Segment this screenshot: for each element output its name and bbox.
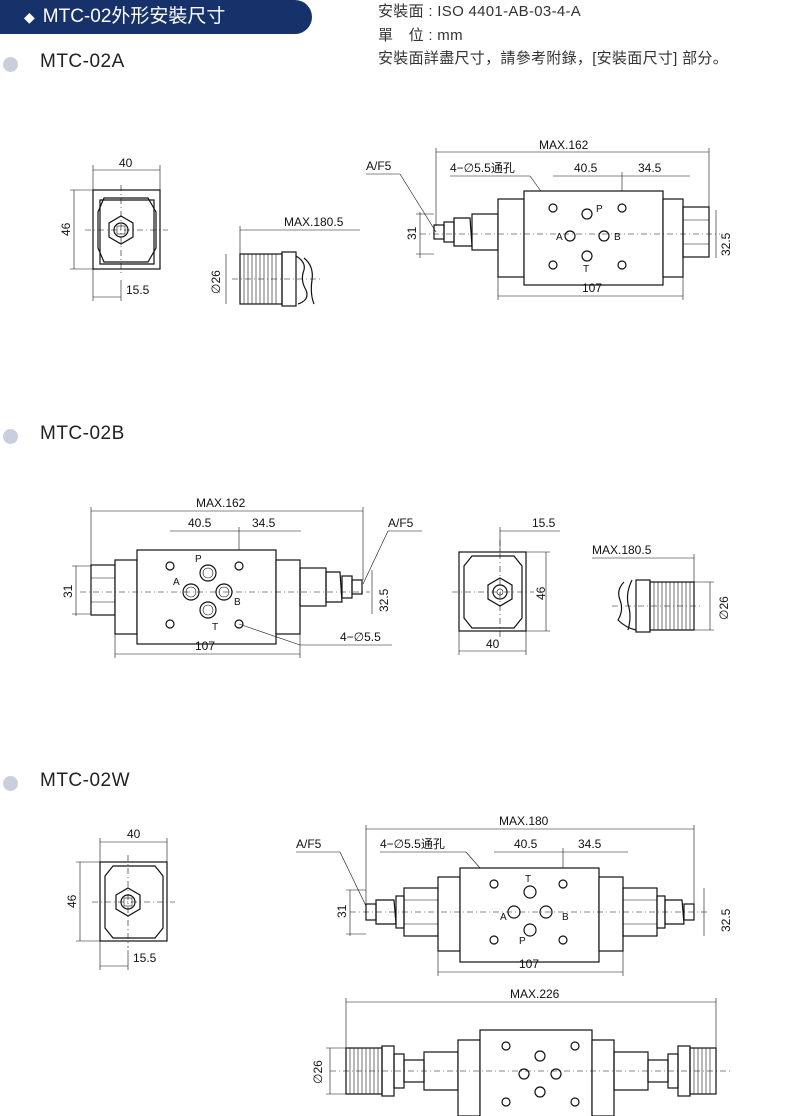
- dim-max-162: MAX.162: [196, 496, 246, 510]
- valve-top-view: MAX.180 A/F5 4−∅5.5通孔 40.5 34.5: [296, 814, 733, 976]
- valve-top-view: MAX.162 A/F5 4−∅5.5通孔 40.5 34.5: [366, 138, 733, 300]
- dim-40: 40: [127, 827, 141, 841]
- bullet-icon: [3, 57, 18, 72]
- label-holes: 4−∅5.5通孔: [380, 837, 445, 851]
- dim-107: 107: [195, 639, 215, 653]
- section-label: MTC-02W: [40, 770, 131, 791]
- dim-31: 31: [405, 226, 419, 240]
- valve-top-view: MAX.162 40.5 34.5 A/F5 P A B T: [61, 496, 422, 658]
- dim-34-5: 34.5: [252, 516, 276, 530]
- dim-max-226: MAX.226: [510, 987, 560, 1001]
- dim-15-5: 15.5: [133, 951, 157, 965]
- end-view: 40 46 15.5: [59, 156, 168, 301]
- spec-unit: 單 位 : mm: [378, 27, 463, 44]
- page-title: MTC-02外形安裝尺寸: [42, 6, 226, 27]
- section-label: MTC-02A: [40, 51, 125, 72]
- dim-34-5: 34.5: [638, 161, 662, 175]
- dim-34-5: 34.5: [578, 837, 602, 851]
- dim-32-5: 32.5: [719, 232, 733, 256]
- dim-107: 107: [519, 957, 539, 971]
- port-p: P: [195, 554, 202, 565]
- knob-view: MAX.180.5 ∅26: [592, 543, 731, 633]
- dim-max-162: MAX.162: [539, 138, 589, 152]
- drawing-mtc-02b: MAX.162 40.5 34.5 A/F5 P A B T: [61, 496, 731, 658]
- dim-15-5: 15.5: [532, 516, 556, 530]
- port-a: A: [556, 232, 563, 243]
- port-b: B: [234, 597, 241, 608]
- dim-40-5: 40.5: [188, 516, 212, 530]
- dim-31: 31: [61, 584, 75, 598]
- page-title-banner: ◆ MTC-02外形安裝尺寸: [0, 0, 312, 34]
- dim-31: 31: [335, 904, 349, 918]
- dim-40-5: 40.5: [574, 161, 598, 175]
- port-a: A: [500, 912, 507, 923]
- diamond-icon: ◆: [24, 9, 35, 25]
- dim-107: 107: [582, 281, 602, 295]
- end-view: 40 46 15.5: [65, 827, 175, 970]
- dim-40-5: 40.5: [514, 837, 538, 851]
- port-p: P: [596, 204, 603, 215]
- label-af5: A/F5: [366, 159, 392, 173]
- label-af5: A/F5: [388, 516, 414, 530]
- port-a: A: [173, 577, 180, 588]
- dim-46: 46: [59, 222, 73, 236]
- dim-15-5: 15.5: [126, 283, 150, 297]
- dim-max-180: MAX.180: [499, 814, 549, 828]
- valve-full-view: MAX.226: [311, 987, 730, 1116]
- end-view: 15.5 46 40: [452, 516, 560, 655]
- port-b: B: [614, 232, 621, 243]
- spec-note: 安裝面詳盡尺寸，請參考附錄，[安裝面尺寸] 部分。: [378, 50, 729, 67]
- bullet-icon: [3, 776, 18, 791]
- dim-40: 40: [486, 637, 500, 651]
- dim-dia-26: ∅26: [311, 1060, 325, 1084]
- port-b: B: [562, 912, 569, 923]
- knob-view: MAX.180.5 ∅26: [209, 215, 360, 307]
- drawing-mtc-02w: 40 46 15.5 MAX.180 A/F5 4−∅5.5通孔 40.5 34…: [65, 814, 733, 1116]
- dim-40: 40: [119, 156, 133, 170]
- dim-dia-26: ∅26: [209, 270, 223, 294]
- dim-max-180-5: MAX.180.5: [592, 543, 652, 557]
- dim-max-180-5: MAX.180.5: [284, 215, 344, 229]
- dim-32-5: 32.5: [377, 588, 391, 612]
- label-holes: 4−∅5.5通孔: [450, 161, 515, 175]
- label-af5: A/F5: [296, 837, 322, 851]
- dim-dia-26: ∅26: [717, 596, 731, 620]
- dim-46: 46: [65, 894, 79, 908]
- spec-mounting-surface: 安裝面 : ISO 4401-AB-03-4-A: [378, 3, 582, 20]
- port-t: T: [583, 264, 589, 275]
- port-t: T: [212, 622, 218, 633]
- label-holes: 4−∅5.5: [340, 630, 381, 644]
- section-label: MTC-02B: [40, 423, 125, 444]
- bullet-icon: [3, 429, 18, 444]
- port-t: T: [525, 874, 531, 885]
- drawing-mtc-02a: 40 46 15.5 MAX.180.5 ∅26 MAX.162: [59, 138, 733, 307]
- port-p: P: [519, 936, 526, 947]
- dim-46: 46: [534, 586, 548, 600]
- dim-32-5: 32.5: [719, 908, 733, 932]
